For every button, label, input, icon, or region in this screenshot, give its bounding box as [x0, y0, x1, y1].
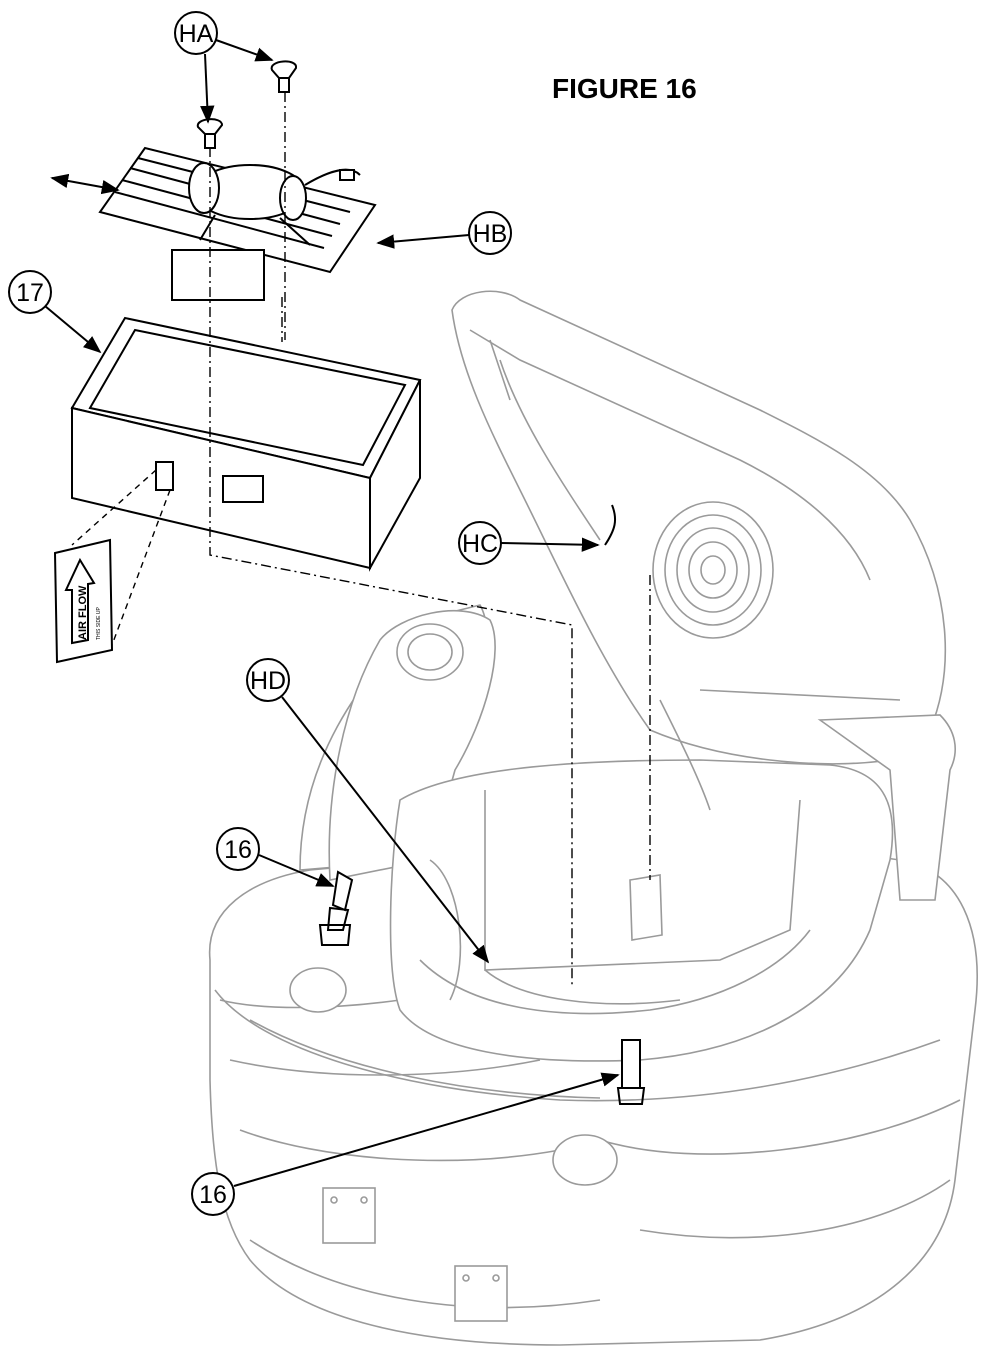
motor-mount-block — [171, 249, 265, 301]
knob-ha-left — [196, 118, 224, 149]
callout-hd-label: HD — [250, 667, 286, 695]
hose-hc — [604, 504, 617, 546]
air-flow-subtext: THIS SIDE UP — [96, 607, 102, 640]
callout-16-upper-label: 16 — [224, 836, 252, 864]
callout-ha: HA — [174, 11, 274, 124]
callout-16-lower: 16 — [191, 1072, 620, 1216]
callout-16-lower-label: 16 — [199, 1181, 227, 1209]
callout-17-label: 17 — [16, 279, 44, 307]
filter-label-sticker — [222, 475, 264, 503]
air-flow-label: AIR FLOW THIS SIDE UP — [53, 538, 114, 664]
airflow-direction-arrow — [50, 173, 120, 195]
airflow-tab — [155, 461, 174, 491]
callout-17: 17 — [8, 270, 102, 354]
latch-16-upper — [318, 870, 354, 946]
filter-box-17 — [70, 316, 422, 572]
vacuum-fan-assembly — [98, 146, 377, 301]
callout-hb: HB — [376, 211, 512, 255]
callout-hd: HD — [246, 658, 490, 964]
callout-ha-label: HA — [179, 20, 214, 48]
callout-hc: HC — [458, 521, 600, 565]
air-flow-text: AIR FLOW — [77, 585, 89, 640]
callout-hb-label: HB — [473, 220, 508, 248]
figure-title: FIGURE 16 — [552, 73, 697, 104]
callout-16-upper: 16 — [216, 827, 335, 887]
latch-16-lower — [616, 1039, 646, 1105]
knob-ha-right — [270, 60, 297, 93]
callout-hc-label: HC — [462, 530, 498, 558]
